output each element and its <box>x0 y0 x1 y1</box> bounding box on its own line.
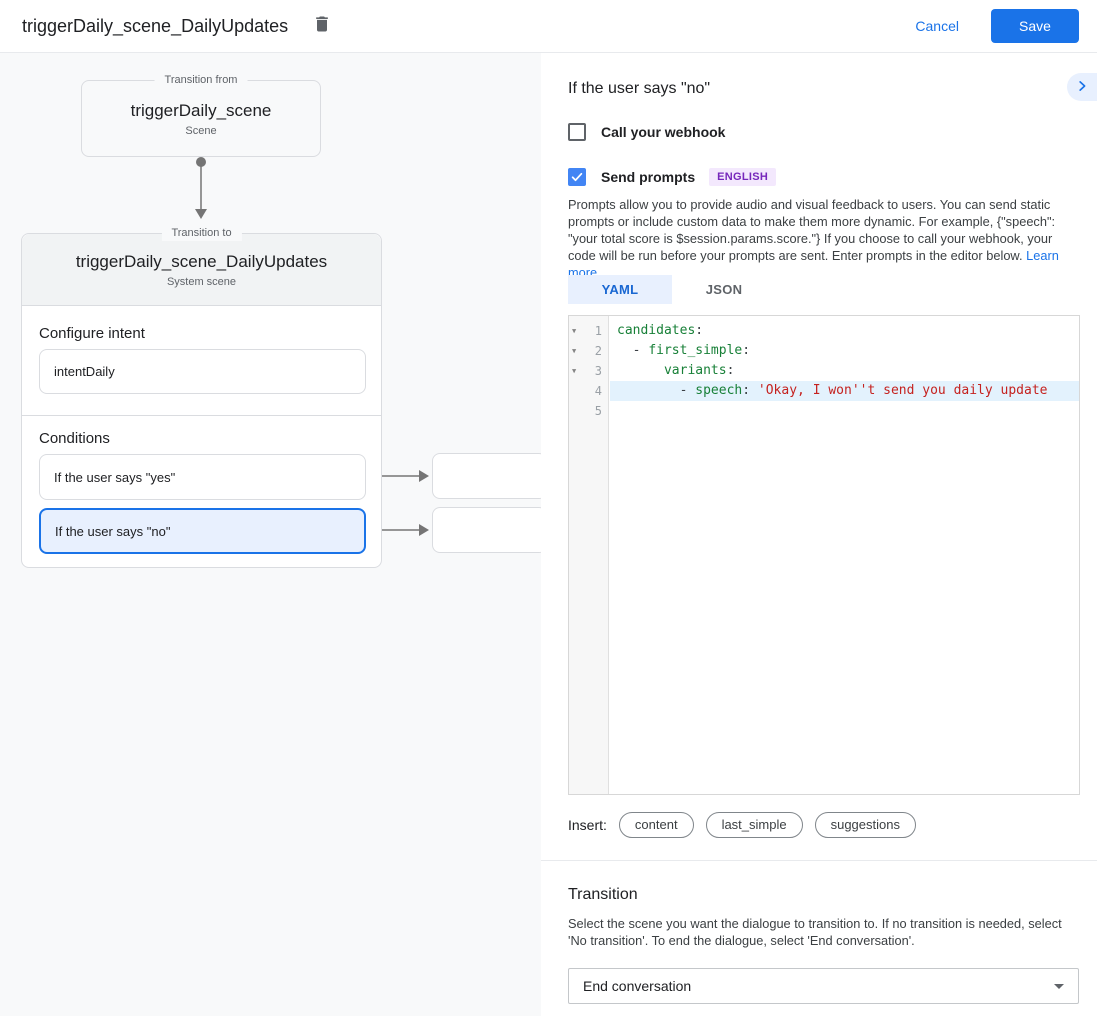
transition-select[interactable]: End conversation <box>568 968 1079 1004</box>
webhook-label: Call your webhook <box>601 124 726 140</box>
editor-gutter <box>569 316 609 794</box>
send-prompts-checkbox[interactable] <box>568 168 586 186</box>
language-badge: ENGLISH <box>709 168 777 186</box>
code-line[interactable]: ▼2 - first_simple: <box>569 341 1079 361</box>
from-scene-type: Scene <box>185 124 217 137</box>
condition-row-yes[interactable]: If the user says "yes" <box>39 454 366 500</box>
from-scene-name: triggerDaily_scene <box>130 100 272 120</box>
panel-divider <box>541 860 1097 861</box>
line-number: 2 <box>594 344 602 358</box>
code-line[interactable]: 5 <box>569 401 1079 421</box>
intent-input[interactable] <box>39 349 366 394</box>
checkmark-icon <box>570 170 584 184</box>
collapse-panel-button[interactable] <box>1067 73 1097 101</box>
line-number: 1 <box>594 324 602 338</box>
configure-intent-heading: Configure intent <box>39 325 145 342</box>
editor-format-tabs: YAML JSON <box>568 275 776 304</box>
line-number: 5 <box>594 404 602 418</box>
fold-toggle-icon[interactable]: ▼ <box>572 347 577 355</box>
send-prompts-row: Send prompts ENGLISH <box>568 168 777 186</box>
code-line[interactable]: 4 - speech: 'Okay, I won''t send you dai… <box>569 381 1079 401</box>
fold-toggle-icon[interactable]: ▼ <box>572 327 577 335</box>
prompts-description: Prompts allow you to provide audio and v… <box>568 197 1059 280</box>
chevron-right-icon <box>1073 77 1091 98</box>
condition-row-no[interactable]: If the user says "no" <box>39 508 366 554</box>
fold-toggle-icon[interactable]: ▼ <box>572 367 577 375</box>
code-line[interactable]: ▼3 variants: <box>569 361 1079 381</box>
condition-label: If the user says "no" <box>55 523 171 539</box>
transition-from-legend: Transition from <box>154 73 248 88</box>
dropdown-caret-icon <box>1054 983 1064 989</box>
panel-title: If the user says "no" <box>568 80 711 97</box>
transition-from-node[interactable]: Transition from triggerDaily_scene Scene <box>81 73 321 157</box>
to-scene-type: System scene <box>166 275 237 288</box>
send-prompts-label: Send prompts <box>601 169 696 185</box>
to-scene-name: triggerDaily_scene_DailyUpdates <box>75 251 328 271</box>
webhook-row: Call your webhook <box>568 123 725 141</box>
header-actions: Cancel Save <box>915 9 1079 43</box>
tab-json[interactable]: JSON <box>705 282 743 297</box>
conditions-heading: Conditions <box>39 430 110 447</box>
transition-heading: Transition <box>568 886 638 903</box>
to-scene-header[interactable]: triggerDaily_scene_DailyUpdates System s… <box>22 234 381 306</box>
line-number: 4 <box>594 384 602 398</box>
condition-detail-panel: If the user says "no" Call your webhook … <box>541 53 1097 1016</box>
insert-label: Insert: <box>568 816 607 833</box>
webhook-checkbox[interactable] <box>568 123 586 141</box>
transition-target-box[interactable] <box>432 507 541 553</box>
scene-diagram-canvas: Transition from triggerDaily_scene Scene… <box>0 53 541 1016</box>
transition-select-value: End conversation <box>583 978 692 994</box>
transition-to-card: Transition to triggerDaily_scene_DailyUp… <box>21 226 382 568</box>
tab-yaml[interactable]: YAML <box>568 275 672 304</box>
save-button[interactable]: Save <box>991 9 1079 43</box>
card-section-divider <box>22 415 381 416</box>
transition-to-legend: Transition to <box>161 226 242 241</box>
cancel-button[interactable]: Cancel <box>915 18 959 34</box>
insert-chip-content[interactable]: content <box>618 811 694 838</box>
trash-icon <box>312 14 332 39</box>
insert-chip-last-simple[interactable]: last_simple <box>705 811 803 838</box>
delete-button[interactable] <box>310 14 334 38</box>
line-number: 3 <box>594 364 602 378</box>
page-title: triggerDaily_scene_DailyUpdates <box>22 15 289 36</box>
transition-description: Select the scene you want the dialogue t… <box>568 916 1062 948</box>
transition-target-box[interactable] <box>432 453 541 499</box>
header-bar: triggerDaily_scene_DailyUpdates Cancel S… <box>0 0 1097 53</box>
condition-label: If the user says "yes" <box>54 469 176 485</box>
insert-row: Insert: content last_simple suggestions <box>568 811 928 838</box>
insert-chip-suggestions[interactable]: suggestions <box>814 811 916 838</box>
